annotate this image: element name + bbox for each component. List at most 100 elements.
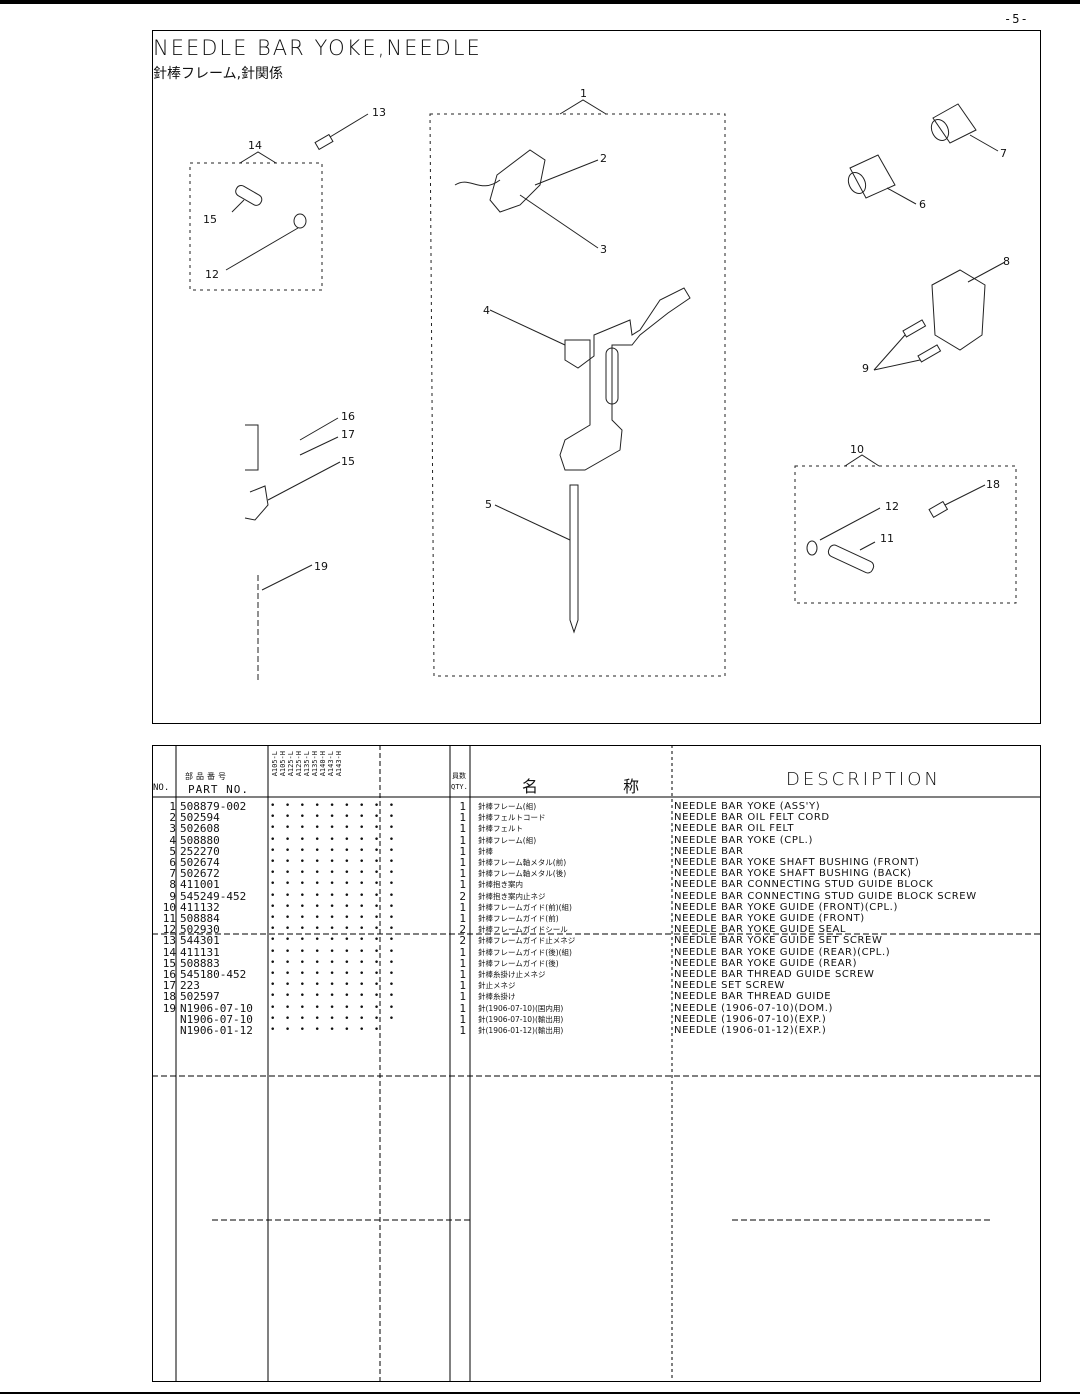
callout-12b: 12 bbox=[885, 500, 899, 513]
row-part-no: 411131 bbox=[180, 945, 220, 959]
header-model: A105-H bbox=[279, 751, 287, 777]
row-name-jp: 針棒フレーム(組) bbox=[478, 835, 537, 845]
row-qty: 1 bbox=[459, 878, 466, 892]
row-number: 16 bbox=[162, 968, 176, 981]
header-description: DESCRIPTION bbox=[786, 769, 941, 790]
callout-19: 19 bbox=[314, 560, 328, 573]
row-description: NEEDLE BAR CONNECTING STUD GUIDE BLOCK S… bbox=[674, 890, 977, 902]
callout-8: 8 bbox=[1003, 255, 1010, 268]
row-part-no: 508884 bbox=[180, 912, 220, 925]
row-qty: 1 bbox=[459, 822, 466, 836]
row-model-marks: • • • • • • • • bbox=[270, 1025, 382, 1035]
callout-1: 1 bbox=[580, 87, 587, 100]
row-number: 1 bbox=[169, 800, 176, 813]
row-name-jp: 針棒糸掛け止メネジ bbox=[478, 970, 546, 979]
header-model: A135-H bbox=[311, 751, 319, 777]
header-part-no: PART NO. bbox=[188, 783, 249, 796]
row-description: NEEDLE BAR bbox=[674, 845, 744, 857]
row-part-no: 502597 bbox=[180, 990, 220, 1004]
row-model-marks: • • • • • • • • • bbox=[270, 812, 397, 823]
row-number: 7 bbox=[169, 867, 176, 881]
row-part-no: 545180-452 bbox=[180, 968, 247, 981]
row-name-jp: 針棒フレーム軸メタル(後) bbox=[478, 869, 567, 879]
row-name-jp: 針棒フレームガイド(前) bbox=[478, 914, 559, 923]
row-name-jp: 針棒フェルト bbox=[478, 824, 523, 834]
row-description: NEEDLE BAR THREAD GUIDE bbox=[674, 991, 832, 1003]
row-description: NEEDLE (1906-01-12)(EXP.) bbox=[674, 1025, 827, 1036]
callout-6: 6 bbox=[919, 198, 926, 211]
row-model-marks: • • • • • • • • • bbox=[270, 857, 397, 867]
row-description: NEEDLE BAR YOKE GUIDE (REAR)(CPL.) bbox=[674, 946, 891, 958]
page-title: NEEDLE BAR YOKE,NEEDLE bbox=[153, 36, 482, 60]
header-no: NO. bbox=[153, 783, 170, 793]
page-number: -5- bbox=[1004, 12, 1029, 26]
row-number: 15 bbox=[162, 956, 176, 970]
row-part-no: 502608 bbox=[180, 822, 220, 836]
row-description: NEEDLE BAR YOKE SHAFT BUSHING (BACK) bbox=[674, 868, 912, 880]
callout-15b: 15 bbox=[341, 455, 355, 468]
row-model-marks: • • • • • • • • • bbox=[270, 879, 397, 890]
row-model-marks: • • • • • • • • • bbox=[270, 890, 397, 901]
diagram-frame bbox=[152, 30, 1041, 724]
row-part-no: 508880 bbox=[180, 833, 220, 847]
row-qty: 2 bbox=[459, 923, 466, 937]
row-number: 5 bbox=[169, 844, 176, 858]
row-description: NEEDLE (1906-07-10)(EXP.) bbox=[674, 1013, 827, 1025]
row-part-no: 411132 bbox=[180, 900, 220, 914]
row-number: 13 bbox=[162, 934, 176, 948]
row-number: 11 bbox=[162, 912, 176, 925]
row-number: 12 bbox=[162, 923, 176, 937]
bottom-rule bbox=[0, 1392, 1080, 1394]
row-model-marks: • • • • • • • • • bbox=[270, 834, 397, 845]
row-name-jp: 針止メネジ bbox=[478, 981, 516, 991]
row-number: 18 bbox=[162, 990, 176, 1004]
row-name-jp: 針棒 bbox=[478, 846, 493, 856]
row-model-marks: • • • • • • • • • bbox=[270, 957, 397, 968]
row-name-jp: 針棒フレームガイド止メネジ bbox=[478, 936, 576, 946]
row-qty: 1 bbox=[459, 990, 466, 1004]
page-title-japanese: 針棒フレーム,針関係 bbox=[153, 66, 284, 82]
callout-18: 18 bbox=[986, 478, 1000, 491]
row-name-jp: 針棒フェルトコード bbox=[478, 813, 546, 823]
callout-15: 15 bbox=[203, 213, 217, 226]
header-name-jp: 名 称 bbox=[522, 777, 680, 796]
row-model-marks: • • • • • • • • • bbox=[270, 868, 397, 879]
row-model-marks: • • • • • • • • • bbox=[270, 1002, 397, 1013]
row-model-marks: • • • • • • • • • bbox=[270, 980, 397, 991]
callout-7: 7 bbox=[1000, 147, 1007, 160]
row-name-jp: 針(1906-07-10)(輸出用) bbox=[478, 1014, 564, 1024]
row-part-no: 545249-452 bbox=[180, 889, 247, 903]
row-name-jp: 針棒抱き案内 bbox=[478, 880, 523, 890]
row-qty: 1 bbox=[459, 811, 466, 825]
header-model: A140-H bbox=[319, 751, 327, 777]
header-model: A143-H bbox=[335, 751, 343, 777]
row-description: NEEDLE (1906-07-10)(DOM.) bbox=[674, 1002, 833, 1014]
row-qty: 2 bbox=[459, 934, 466, 948]
callout-17: 17 bbox=[341, 428, 355, 441]
row-name-jp: 針棒フレームガイド(後)(組) bbox=[478, 947, 572, 957]
row-part-no: 544301 bbox=[180, 934, 220, 948]
row-qty: 1 bbox=[459, 956, 466, 970]
row-description: NEEDLE BAR YOKE (ASS'Y) bbox=[674, 801, 821, 812]
row-qty: 1 bbox=[459, 945, 466, 959]
callout-4: 4 bbox=[483, 304, 490, 317]
header-model: A125-H bbox=[295, 751, 303, 777]
row-model-marks: • • • • • • • • • bbox=[270, 901, 397, 912]
row-name-jp: 針棒抱き案内止ネジ bbox=[478, 891, 546, 901]
row-part-no: 502930 bbox=[180, 923, 220, 937]
row-name-jp: 針棒糸掛け bbox=[478, 992, 516, 1002]
row-qty: 1 bbox=[459, 800, 466, 813]
row-qty: 1 bbox=[459, 844, 466, 858]
row-name-jp: 針棒フレームガイド(前)(組) bbox=[478, 902, 572, 912]
row-part-no: 502674 bbox=[180, 856, 220, 869]
row-part-no: 502672 bbox=[180, 867, 220, 881]
table-grid bbox=[152, 745, 1041, 1382]
header-qty: QTY. bbox=[451, 783, 468, 791]
header-model: A125-L bbox=[287, 751, 295, 777]
callout-2: 2 bbox=[600, 152, 607, 165]
row-description: NEEDLE SET SCREW bbox=[674, 980, 785, 992]
row-part-no: 508883 bbox=[180, 956, 220, 970]
row-number: 17 bbox=[162, 979, 176, 993]
row-number: 2 bbox=[169, 811, 176, 825]
row-part-no: N1906-07-10 bbox=[180, 1001, 253, 1015]
